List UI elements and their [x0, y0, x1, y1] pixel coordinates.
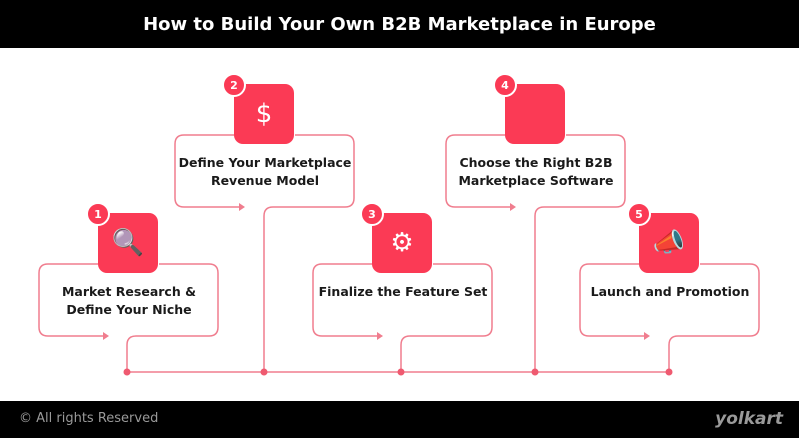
title-text: How to Build Your Own B2B Marketplace in… [143, 13, 656, 35]
timeline-dot [260, 368, 268, 376]
step-box-right [263, 134, 355, 372]
step-number-badge: 4 [493, 73, 517, 97]
step-box-right [126, 263, 219, 372]
arrow-icon [644, 332, 650, 340]
step-number-badge: 1 [86, 202, 110, 226]
step-box-right [668, 263, 760, 372]
arrow-icon [510, 203, 516, 211]
step-box-right [534, 134, 626, 372]
step-label: Define Your Marketplace Revenue Model [178, 155, 352, 188]
step-label: Market Research & Define Your Niche [61, 284, 196, 317]
step-box-left [38, 263, 103, 337]
research-magnifier-icon: 🔍 [98, 213, 158, 273]
step-number-badge: 5 [627, 202, 651, 226]
step-number-badge: 3 [360, 202, 384, 226]
software-monitor-icon [505, 84, 565, 144]
step-box-left [312, 263, 377, 337]
step-box-left [579, 263, 644, 337]
step-box-left [445, 134, 510, 208]
page-title: How to Build Your Own B2B Marketplace in… [0, 0, 799, 48]
timeline-dot [665, 368, 673, 376]
timeline-dot [123, 368, 131, 376]
step-label: Choose the Right B2B Marketplace Softwar… [458, 155, 614, 188]
copyright: © All rights Reserved [19, 411, 159, 426]
step-label: Finalize the Feature Set [318, 284, 488, 299]
brand-logo: yolkart [715, 409, 783, 429]
timeline-dot [397, 368, 405, 376]
revenue-hand-icon: $ [234, 84, 294, 144]
step-number-badge: 2 [222, 73, 246, 97]
megaphone-icon: 📣 [639, 213, 699, 273]
feature-gear-hand-icon: ⚙ [372, 213, 432, 273]
arrow-icon [239, 203, 245, 211]
step-box-right [400, 263, 493, 372]
footer: © All rights Reserved yolkart [0, 401, 799, 438]
timeline-dot [531, 368, 539, 376]
copyright-text: All rights Reserved [36, 411, 159, 426]
arrow-icon [103, 332, 109, 340]
arrow-icon [377, 332, 383, 340]
step-box-left [174, 134, 239, 208]
step-label: Launch and Promotion [590, 284, 750, 299]
